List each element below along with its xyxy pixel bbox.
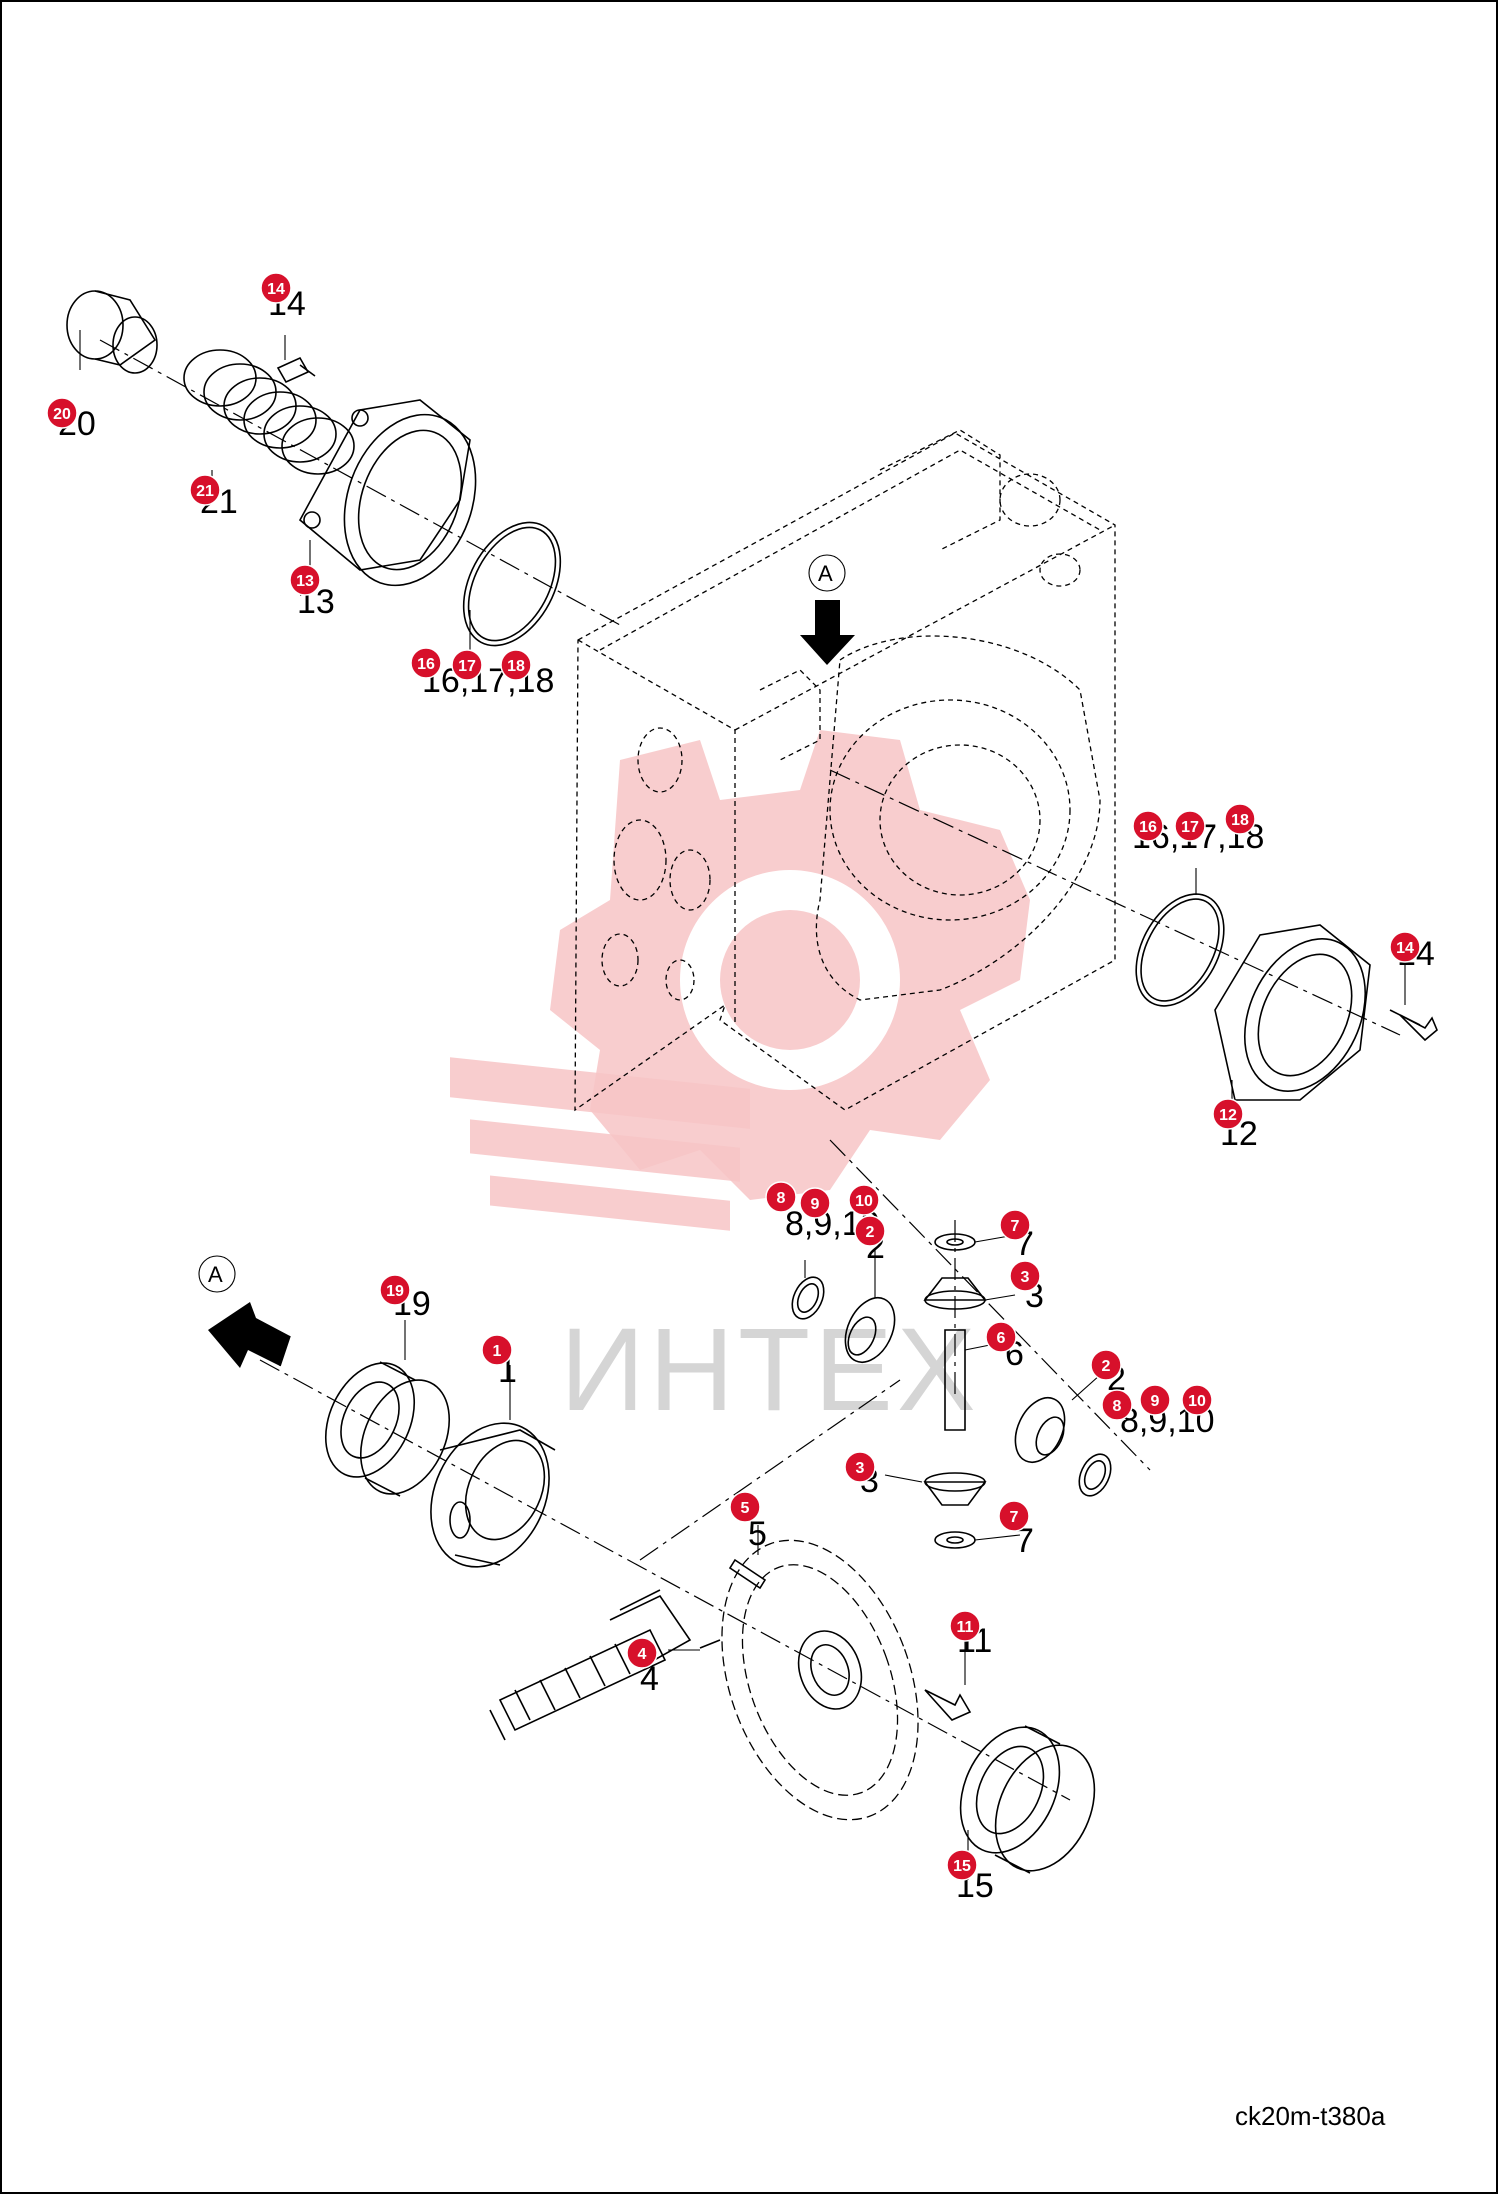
watermark-text: ИНТЕХ (560, 1304, 980, 1436)
badge-3-top[interactable]: 3 (1009, 1260, 1041, 1292)
badge-8-left[interactable]: 8 (765, 1181, 797, 1213)
svg-text:6: 6 (997, 1330, 1006, 1347)
svg-text:13: 13 (296, 573, 314, 590)
part-11-bolt (924, 1640, 972, 1721)
badge-19[interactable]: 19 (379, 1274, 411, 1306)
svg-text:2: 2 (1102, 1358, 1111, 1375)
badge-10-right[interactable]: 10 (1181, 1384, 1213, 1416)
label-16-17-18-top: 16,17,18 (422, 662, 554, 700)
view-arrow-a-left: A (198, 1255, 291, 1368)
svg-text:17: 17 (1181, 819, 1199, 836)
badge-16-right[interactable]: 16 (1132, 810, 1164, 842)
badge-14-right[interactable]: 14 (1389, 931, 1421, 963)
svg-text:17: 17 (458, 658, 476, 675)
badge-8-right[interactable]: 8 (1101, 1389, 1133, 1421)
label-7-bottom: 7 (1015, 1522, 1034, 1560)
badge-7-bottom[interactable]: 7 (998, 1500, 1030, 1532)
svg-text:18: 18 (1231, 812, 1249, 829)
o-ring-right (1135, 868, 1225, 1007)
view-letter-top: A (818, 561, 833, 586)
svg-text:10: 10 (855, 1193, 873, 1210)
part-21-spring (183, 349, 355, 480)
svg-text:7: 7 (1010, 1509, 1019, 1526)
badge-18-top[interactable]: 18 (500, 649, 532, 681)
callout-badges: 20 14 21 13 16 17 18 16 17 18 14 12 8 9 … (46, 272, 1421, 1881)
svg-text:3: 3 (1021, 1269, 1030, 1286)
svg-text:19: 19 (386, 1283, 404, 1300)
watermark-logo: ИНТЕХ (450, 730, 1030, 1436)
svg-text:11: 11 (957, 1619, 974, 1636)
badge-3-bottom[interactable]: 3 (844, 1451, 876, 1483)
part-14-bolt-top (276, 335, 316, 384)
badge-2-right[interactable]: 2 (1090, 1349, 1122, 1381)
badge-9-left[interactable]: 9 (799, 1187, 831, 1219)
badge-15[interactable]: 15 (946, 1849, 978, 1881)
svg-text:16: 16 (1139, 819, 1157, 836)
badge-14-top[interactable]: 14 (260, 272, 292, 304)
label-4: 4 (640, 1660, 659, 1698)
badge-9-right[interactable]: 9 (1139, 1384, 1171, 1416)
part-4-pinion-shaft (489, 1589, 721, 1741)
view-arrow-a-top: A (800, 554, 855, 665)
badge-13[interactable]: 13 (289, 564, 321, 596)
badge-5[interactable]: 5 (729, 1491, 761, 1523)
svg-text:12: 12 (1219, 1107, 1237, 1124)
svg-text:4: 4 (638, 1646, 647, 1663)
svg-text:8: 8 (1113, 1398, 1122, 1415)
badge-6[interactable]: 6 (985, 1321, 1017, 1353)
part-14-bolt-right (1389, 965, 1438, 1042)
label-5: 5 (748, 1515, 767, 1553)
svg-text:9: 9 (1151, 1393, 1160, 1410)
svg-text:8: 8 (777, 1190, 786, 1207)
svg-text:14: 14 (1396, 940, 1414, 957)
svg-text:14: 14 (267, 281, 285, 298)
transmission-housing (574, 429, 1116, 1112)
svg-text:1: 1 (493, 1343, 502, 1360)
assembly-axes (99, 339, 1401, 1801)
part-20-cap (66, 290, 158, 374)
drawing-code: ck20m-t380a (1235, 2101, 1386, 2131)
part-19-bearing (324, 1320, 451, 1497)
part-12-cover (1214, 924, 1371, 1110)
badge-17-top[interactable]: 17 (451, 649, 483, 681)
part-13-cover (298, 399, 477, 587)
badge-20[interactable]: 20 (46, 397, 78, 429)
svg-text:3: 3 (856, 1460, 865, 1477)
svg-text:2: 2 (866, 1224, 875, 1241)
badge-17-right[interactable]: 17 (1174, 810, 1206, 842)
svg-text:20: 20 (53, 406, 71, 423)
badge-12[interactable]: 12 (1212, 1098, 1244, 1130)
svg-text:7: 7 (1011, 1218, 1020, 1235)
ring-gear (721, 1539, 919, 1821)
badge-21[interactable]: 21 (189, 474, 221, 506)
badge-18-right[interactable]: 18 (1224, 803, 1256, 835)
differential-gears (791, 1233, 1112, 1549)
o-ring-top (462, 521, 562, 652)
badge-11[interactable]: 11 (949, 1610, 981, 1642)
svg-text:16: 16 (417, 656, 435, 673)
badge-2-left[interactable]: 2 (854, 1215, 886, 1247)
svg-text:21: 21 (196, 483, 214, 500)
badge-16-top[interactable]: 16 (410, 647, 442, 679)
view-letter-left: A (208, 1262, 223, 1287)
svg-text:5: 5 (741, 1500, 750, 1517)
part-15-bearing (959, 1725, 1096, 1880)
badge-10-left[interactable]: 10 (848, 1184, 880, 1216)
badge-4[interactable]: 4 (626, 1637, 658, 1669)
svg-text:10: 10 (1188, 1393, 1206, 1410)
svg-text:15: 15 (953, 1858, 971, 1875)
badge-7-top[interactable]: 7 (999, 1209, 1031, 1241)
part-1-differential-case (430, 1365, 556, 1568)
badge-1[interactable]: 1 (481, 1334, 513, 1366)
svg-text:9: 9 (811, 1196, 820, 1213)
svg-text:18: 18 (507, 658, 525, 675)
